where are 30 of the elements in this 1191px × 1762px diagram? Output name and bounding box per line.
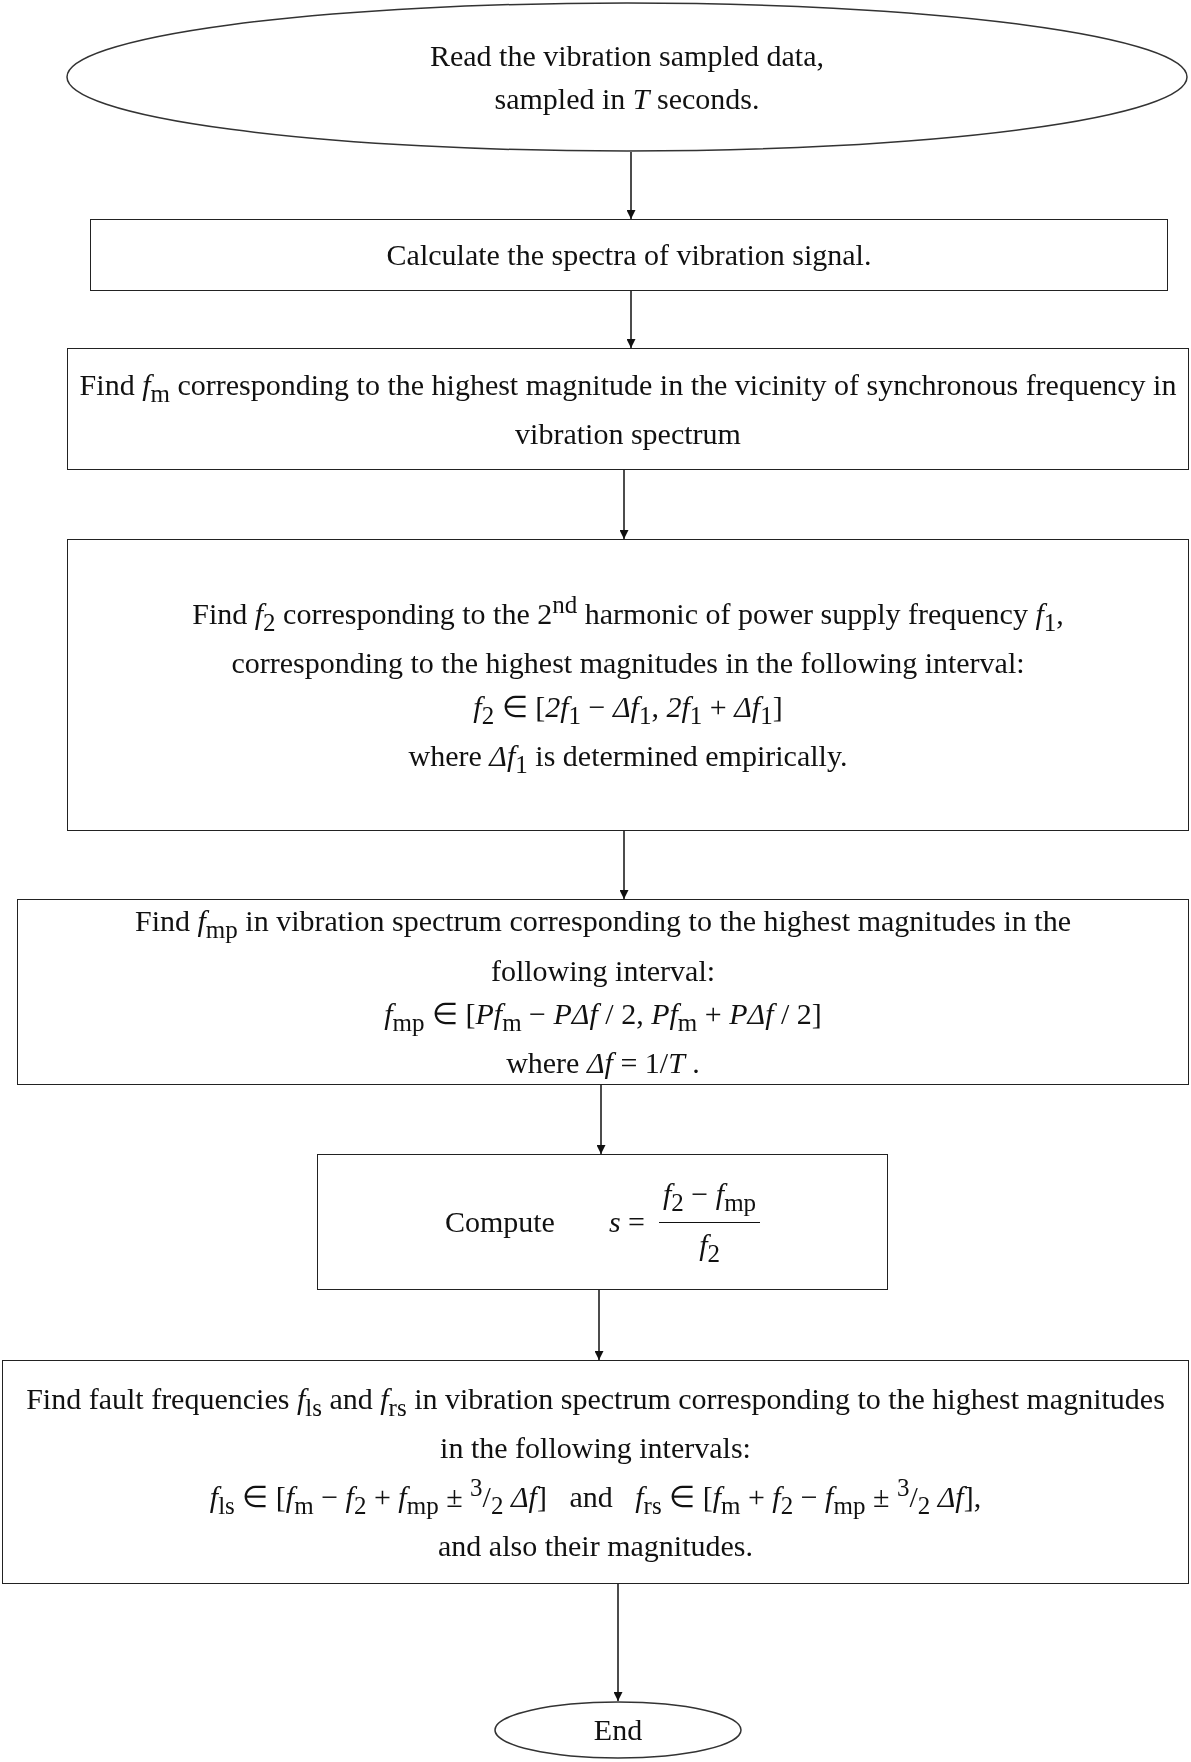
step-text: where Δf = 1/T .	[506, 1045, 700, 1082]
formula: s =	[608, 1204, 645, 1241]
formula: f$_{ls}$ ∈ [f$_{m}$ − f$_{2}$ + f$_{mp}$ ± $^{3}$/$_{2}$ Δf] and f$_{rs}$ ∈ [f$_{m}$ + f$_{2}$ − f$_{mp}$ ± $^{3}$/$_{2}$ Δf],	[209, 1472, 982, 1521]
arrow	[619, 830, 629, 900]
process-box	[17, 899, 1189, 1085]
arrow	[594, 1289, 604, 1361]
fraction-denominator: f$_{2}$	[699, 1226, 720, 1269]
step-text: and also their magnitudes.	[438, 1527, 753, 1564]
step-text: Find fault frequencies f$_{ls}$ and f$_{rs}$ in vibration spectrum corresponding to the highest magnitudes in the following intervals:	[25, 1380, 1166, 1466]
process-box	[67, 539, 1189, 831]
process-box	[2, 1360, 1189, 1584]
process-box	[317, 1154, 888, 1290]
process-box	[90, 219, 1168, 291]
step-text: Compute	[444, 1204, 555, 1241]
step-text: Read the vibration sampled data, sampled in T seconds.	[428, 37, 825, 117]
step-text: Find f$_{m}$ corresponding to the highest magnitude in the vicinity of synchronous frequency in vibration spectrum	[78, 366, 1178, 452]
process-box	[67, 348, 1189, 470]
step-text: End	[593, 1712, 643, 1749]
step-text: Calculate the spectra of vibration signal.	[386, 237, 872, 274]
arrow	[596, 1084, 606, 1155]
arrow	[626, 151, 636, 220]
formula: f$_{mp}$ ∈ [Pf$_{m}$ − PΔf / 2, Pf$_{m}$ + PΔf / 2]	[384, 996, 822, 1038]
step-text: Find f$_{mp}$ in vibration spectrum corresponding to the highest magnitudes in the following interval:	[134, 903, 1072, 989]
arrow	[613, 1583, 623, 1702]
arrow	[619, 469, 629, 540]
step-text: where Δf$_{1}$ is determined empirically.	[408, 737, 848, 780]
arrow	[626, 290, 636, 349]
fraction-numerator: f$_{2}$ − f$_{mp}$	[659, 1172, 761, 1223]
formula: f$_{2}$ ∈ [2f$_{1}$ − Δf$_{1}$, 2f$_{1}$ + Δf$_{1}$]	[473, 688, 783, 731]
step-text: Find f$_{2}$ corresponding to the 2$^{nd}$ harmonic of power supply frequency f$_{1}$, corresponding to the highest magnitudes in the following interval:	[191, 589, 1065, 682]
